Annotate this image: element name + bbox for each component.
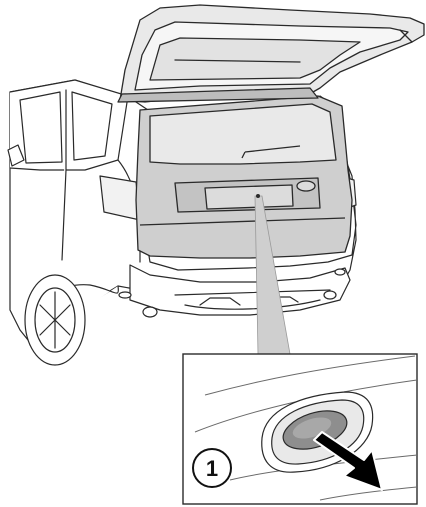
step-number-circle: [192, 448, 232, 488]
step-number-label: 1: [206, 456, 218, 481]
step-number-callout: 1: [192, 448, 232, 488]
tailgate-panel: [135, 95, 353, 259]
raised-tailgate: [117, 4, 425, 103]
detail-inset: 1: [182, 353, 418, 505]
press-arrow-icon: [313, 431, 383, 491]
